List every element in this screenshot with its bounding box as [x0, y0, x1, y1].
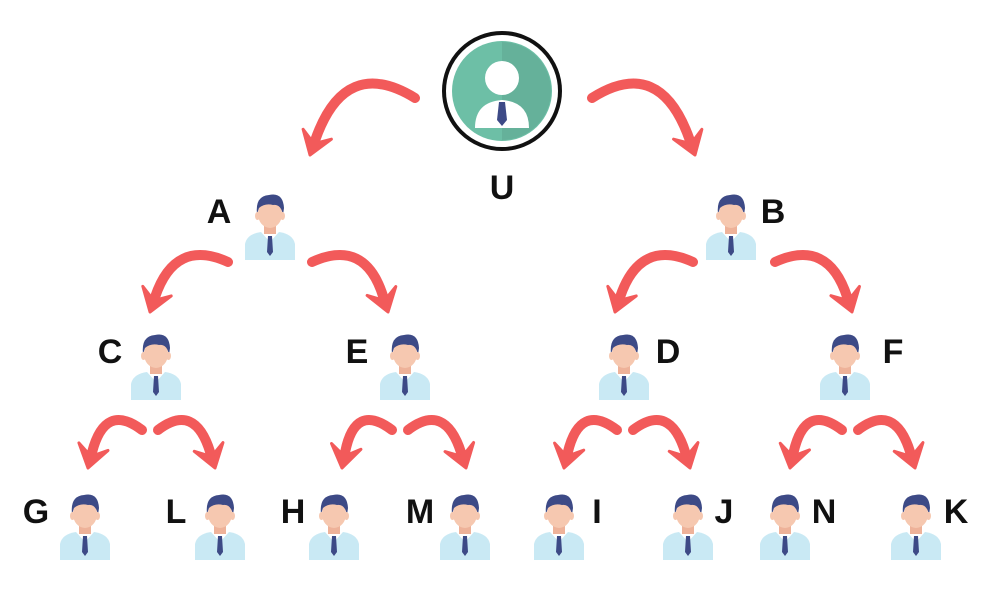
node-label: N [811, 493, 837, 531]
user-avatar-icon [442, 31, 562, 151]
person-icon [661, 490, 715, 565]
arrow [587, 78, 704, 157]
node-label: I [592, 493, 602, 531]
arrow [853, 415, 925, 470]
arrow [628, 415, 700, 470]
node-label: A [206, 193, 232, 231]
arrow [778, 415, 847, 470]
node-label: K [943, 493, 969, 531]
node-label: D [655, 333, 681, 371]
node-label: M [405, 493, 435, 531]
person-icon [532, 490, 586, 565]
person-icon [758, 490, 812, 565]
node-label: G [22, 493, 50, 531]
arrow [307, 250, 398, 314]
arrow [403, 415, 476, 470]
arrow [153, 415, 225, 470]
node-label: L [165, 493, 187, 531]
arrow [606, 250, 698, 314]
person-icon [438, 490, 492, 565]
node-label: C [97, 333, 123, 371]
person-icon [889, 490, 943, 565]
person-icon [818, 330, 872, 405]
person-icon [597, 330, 651, 405]
node-label: H [280, 493, 306, 531]
person-icon [704, 190, 758, 265]
person-icon [193, 490, 247, 565]
arrow [141, 250, 233, 314]
root-label: U [489, 169, 515, 207]
arrow [301, 78, 420, 157]
arrow [330, 415, 397, 470]
person-icon [307, 490, 361, 565]
person-icon [378, 330, 432, 405]
person-icon [243, 190, 297, 265]
node-label: E [345, 333, 369, 371]
arrow [553, 415, 622, 470]
arrow [77, 415, 147, 470]
node-label: J [714, 493, 734, 531]
node-label: F [882, 333, 904, 371]
arrow [770, 250, 861, 314]
person-icon [58, 490, 112, 565]
person-icon [129, 330, 183, 405]
node-label: B [760, 193, 786, 231]
